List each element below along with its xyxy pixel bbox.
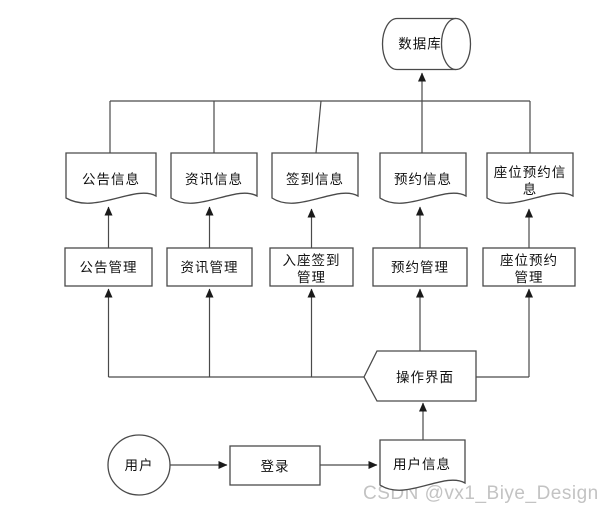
doc-news-shape (170, 152, 258, 204)
mgmt-seat-booking-label-line2: 管理 (515, 270, 544, 285)
node-user: 用户 (107, 434, 171, 496)
edges-layer (104, 72, 533, 469)
node-user-info: 用户信息 (379, 439, 466, 491)
mgmt-notice-shape (64, 247, 153, 287)
node-mgmt-news: 资讯管理 (166, 247, 253, 287)
doc-notice-label: 公告信息 (82, 171, 140, 187)
doc-booking-shape (379, 152, 467, 204)
node-mgmt-notice: 公告管理 (64, 247, 153, 287)
node-login: 登录 (229, 445, 321, 486)
login-label: 登录 (261, 459, 290, 474)
mgmt-booking-shape (372, 247, 468, 287)
mgmt-seat-booking-shape (482, 247, 576, 287)
doc-checkin-label: 签到信息 (286, 171, 344, 187)
doc-seat-booking-shape (486, 152, 574, 204)
operation-ui-shape (363, 350, 477, 402)
mgmt-booking-label: 预约管理 (391, 260, 449, 275)
doc-booking-label: 预约信息 (394, 171, 452, 187)
node-doc-news: 资讯信息 (170, 152, 258, 204)
doc-seat-booking-label-line1: 座位预约信 (494, 165, 567, 180)
mgmt-checkin-label-line2: 管理 (297, 270, 326, 285)
mgmt-checkin-shape (269, 247, 354, 287)
user-label: 用户 (125, 457, 154, 473)
mgmt-news-label: 资讯管理 (181, 260, 239, 275)
node-doc-checkin: 签到信息 (271, 152, 359, 204)
mgmt-news-shape (166, 247, 253, 287)
doc-checkin-shape (271, 152, 359, 204)
database-label: 数据库 (398, 37, 442, 52)
node-doc-booking: 预约信息 (379, 152, 467, 204)
user-info-label: 用户信息 (393, 456, 451, 472)
doc-seat-booking-label-line2: 息 (523, 181, 538, 197)
node-mgmt-seat-booking: 座位预约 管理 (482, 247, 576, 287)
login-shape (229, 445, 321, 486)
node-mgmt-booking: 预约管理 (372, 247, 468, 287)
user-info-shape (379, 439, 466, 491)
node-doc-notice: 公告信息 (65, 152, 157, 204)
doc-news-label: 资讯信息 (185, 171, 243, 187)
database-cylinder-end (440, 17, 472, 71)
node-mgmt-checkin: 入座签到 管理 (269, 247, 354, 287)
node-operation-ui: 操作界面 (363, 350, 477, 402)
operation-ui-label: 操作界面 (396, 370, 454, 385)
edge-bus-doc-checkin (315, 100, 322, 154)
node-database: 数据库 (381, 17, 472, 71)
watermark-text: CSDN @vx1_Biye_Design (363, 483, 599, 504)
mgmt-notice-label: 公告管理 (80, 260, 138, 275)
user-circle-shape (107, 434, 171, 496)
database-cylinder-shape (381, 17, 456, 71)
mgmt-seat-booking-label-line1: 座位预约 (500, 253, 558, 268)
mgmt-checkin-label-line1: 入座签到 (283, 252, 341, 268)
doc-notice-shape (65, 152, 157, 204)
node-doc-seat-booking: 座位预约信 息 (486, 152, 574, 204)
